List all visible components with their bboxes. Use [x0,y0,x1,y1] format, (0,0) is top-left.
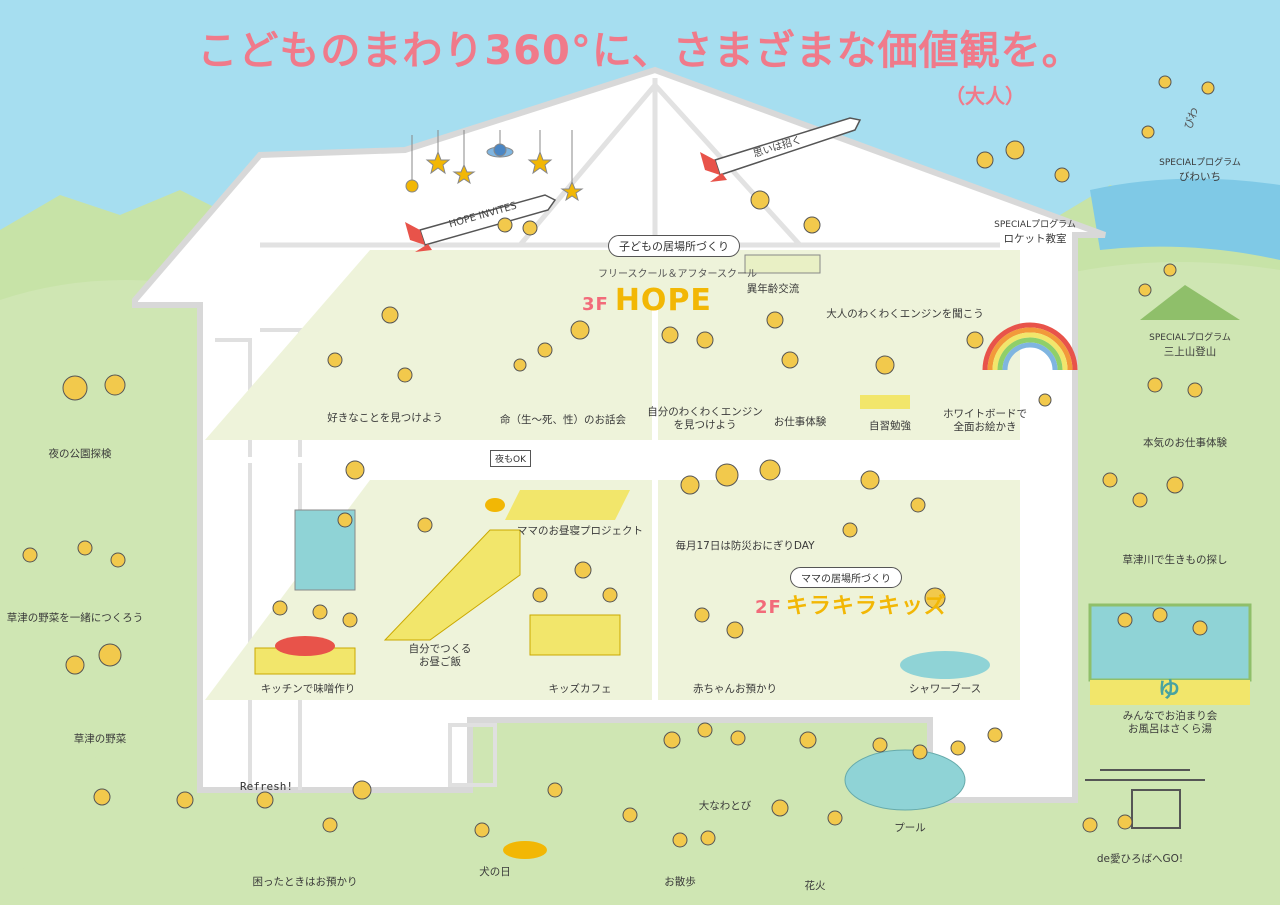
floor2-name: キラキラキッズ [785,594,947,619]
characters [22,75,1215,848]
bath-base [1090,680,1250,705]
night-ok-sign: 夜もOK [490,450,531,467]
refresh-speech: Refresh! [240,780,293,793]
special-mikami-name: 三上山登山 [1163,346,1217,358]
floor2-badge: ママの居場所づくり [790,567,902,588]
label-kusatsu-vegetables: 草津の野菜 [73,733,127,745]
rocket-omoi-wa-maneku [700,117,862,182]
label-de-ai-hiroba: de愛ひろばへGO! [1096,853,1184,865]
label-shower-booth: シャワーブース [908,683,982,695]
mixed-age-desk [744,254,821,274]
label-job-experience: お仕事体験 [773,416,827,428]
cat-icon [485,498,505,512]
page-title: こどものまわり360°に、さまざまな価値観を。 [197,28,1083,74]
label-jump-rope: 大なわとび [698,800,752,812]
label-grow-vegetables: 草津の野菜を一緒につくろう [6,612,144,624]
lunch-table [383,529,521,641]
nap-futon [505,490,630,520]
hanging-decor [405,130,584,202]
bath-tub [1088,603,1252,682]
floor-dividers [205,310,1030,700]
page-subtitle: （大人） [945,84,1025,108]
label-own-engine-1: 自分のわくわくエンジン [647,406,763,418]
floor2-number: 2F [755,597,782,618]
label-mama-nap: ママのお昼寝プロジェクト [517,525,643,537]
label-baby-care: 赤ちゃんお預かり [693,683,777,695]
lake [1090,178,1280,260]
label-sakura-bath: お風呂はさくら湯 [1128,723,1212,735]
rainbow [982,322,1078,371]
label-kids-cafe: キッズカフェ [548,683,612,695]
label-whiteboard-1: ホワイトボードで [943,408,1027,420]
floor-3-plane [205,250,1020,440]
label-river-creatures: 草津川で生きもの探し [1122,554,1228,566]
label-fireworks: 花火 [804,880,826,892]
floor3-badge: 子どもの居場所づくり [608,235,740,257]
label-own-lunch-1: 自分でつくる [408,643,472,655]
study-desk [860,395,910,409]
miso-pot [275,636,335,656]
label-self-study: 自習勉強 [869,420,911,432]
label-life-talk: 命（生〜死、性）のお話会 [500,414,626,426]
bath-sign: ゆ [1158,678,1181,703]
special-rocket-name: ロケット教室 [1003,233,1067,245]
label-pool: プール [894,822,926,834]
label-dog-day: 犬の日 [479,866,511,878]
label-whiteboard-2: 全面お絵かき [953,421,1017,433]
label-mixed-age: 異年齢交流 [746,283,800,295]
special-mikami-tag: SPECIALプログラム [1149,333,1231,343]
floor3-tagline: フリースクール＆アフタースクール [598,269,757,280]
label-own-lunch-2: お昼ご飯 [419,656,461,668]
pool [844,749,966,811]
special-biwaichi-name: びわいち [1179,171,1221,183]
label-own-engine-2: を見つけよう [673,419,737,431]
mikami-mountain [1140,285,1240,320]
special-rocket-tag: SPECIALプログラム [994,220,1076,230]
label-miso-kitchen: キッチンで味噌作り [260,683,356,695]
rocket-hope-invites [405,194,557,252]
label-emergency-care: 困ったときはお預かり [252,876,358,888]
label-walk: お散歩 [664,876,696,888]
label-sleepover: みんなでお泊まり会 [1122,710,1218,722]
label-find-likes: 好きなことを見つけよう [327,412,443,424]
label-real-job: 本気のお仕事体験 [1143,437,1227,449]
floor3-number: 3F [582,294,609,315]
kids-cafe-table [529,614,621,656]
special-biwaichi-tag: SPECIALプログラム [1159,158,1241,168]
floor3-name: HOPE [614,283,712,318]
label-onigiri-day: 毎月17日は防災おにぎりDAY [675,540,815,552]
label-adult-engine: 大人のわくわくエンジンを聞こう [826,308,984,320]
label-night-park: 夜の公園探検 [48,448,112,460]
shower-floor [900,651,990,679]
dog-icon [503,841,547,859]
de-ai-hiroba-frame [1085,769,1205,829]
